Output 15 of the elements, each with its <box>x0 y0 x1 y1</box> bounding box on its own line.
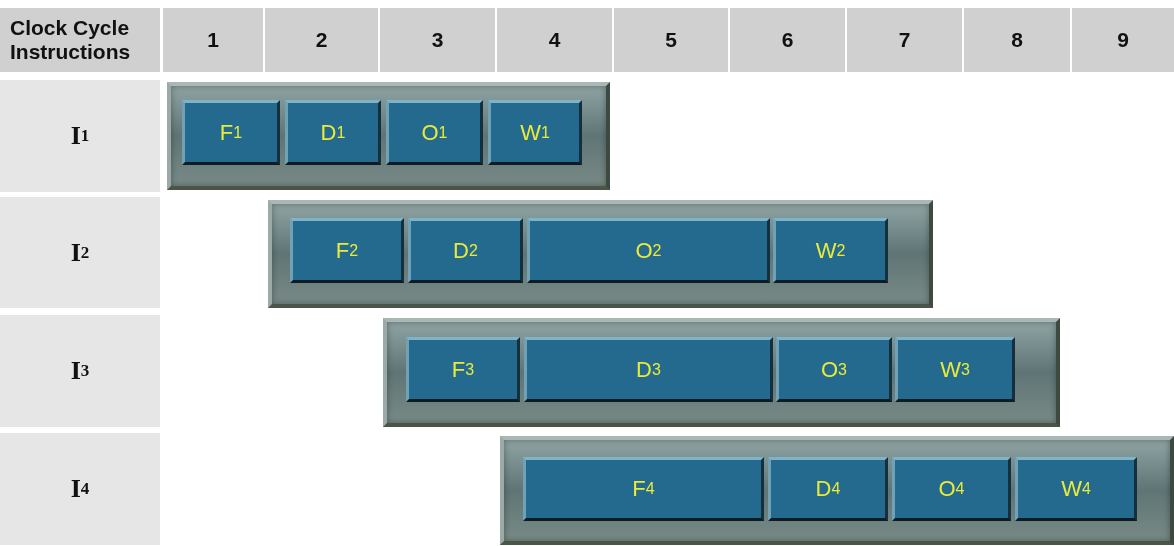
cycle-number: 8 <box>964 8 1070 72</box>
instruction-bar <box>167 82 610 190</box>
cycle-number: 5 <box>614 8 728 72</box>
cycle-number: 1 <box>163 8 263 72</box>
cycle-number: 4 <box>497 8 612 72</box>
instruction-bar <box>500 436 1174 545</box>
instruction-bar <box>383 318 1060 427</box>
column-heading: Clock Cycle <box>10 16 130 40</box>
cycle-number: 2 <box>265 8 378 72</box>
cycle-number: 7 <box>847 8 962 72</box>
instruction-bar <box>268 200 933 308</box>
cycle-number: 9 <box>1072 8 1174 72</box>
cycle-number: 3 <box>380 8 495 72</box>
cycle-number: 6 <box>730 8 845 72</box>
column-heading: Instructions <box>10 40 131 64</box>
